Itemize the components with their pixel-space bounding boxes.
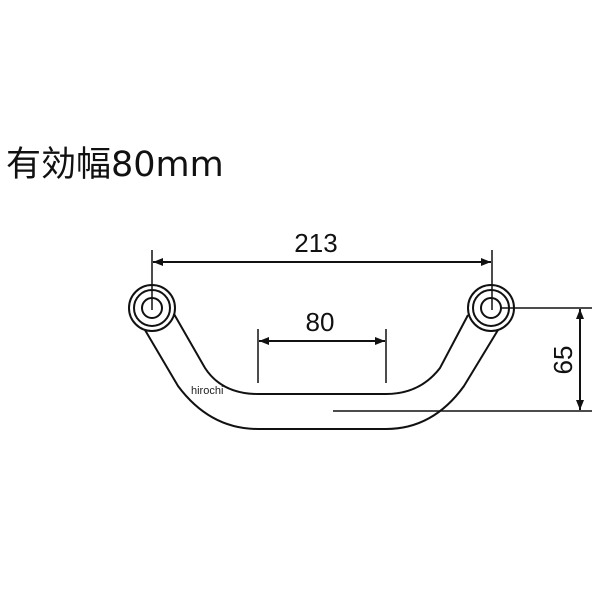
watermark: hirochi xyxy=(191,385,223,397)
height-label: 65 xyxy=(548,346,578,375)
bar-outer-edge xyxy=(144,329,499,430)
effective-width-title: 有効幅80mm xyxy=(6,145,224,185)
effective-width-label: 80 xyxy=(306,307,335,337)
dimension-65: 65 xyxy=(333,307,592,412)
dimension-80: 80 xyxy=(257,307,387,383)
dimension-213: 213 xyxy=(151,228,493,310)
overall-width-label: 213 xyxy=(294,228,337,258)
bar-inner-edge xyxy=(173,313,469,395)
